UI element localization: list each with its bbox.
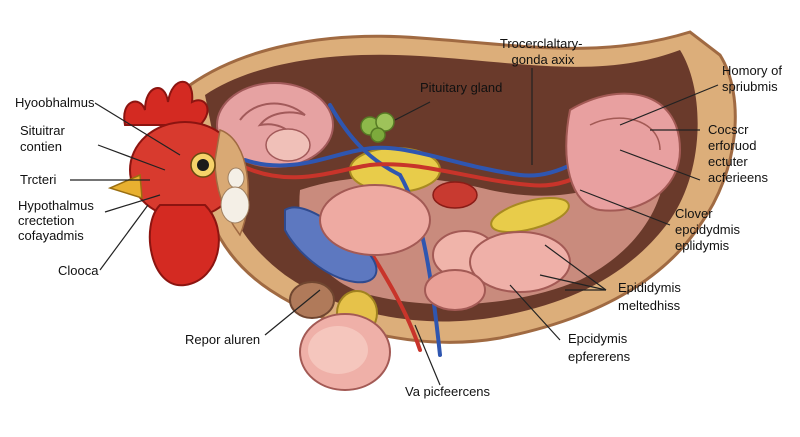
label-clooca: Clooca <box>58 263 99 278</box>
wattle <box>148 204 220 287</box>
pituitary-gland <box>360 112 395 143</box>
label-situitrar: Situitrar contien <box>20 123 68 154</box>
label-epcidymis2: Epcidymis epfererens <box>568 331 631 364</box>
red-organ <box>432 181 478 209</box>
brain <box>216 82 334 168</box>
label-vapic: Va picfeercens <box>405 384 491 399</box>
label-clover: Clover epcidydmis eplidymis <box>675 206 744 253</box>
label-hypothalmus: Hypothalmus crectetion cofayadmis <box>18 198 98 243</box>
label-epididymis1: Epididymis meltedhiss <box>618 280 684 313</box>
pink-organs <box>319 92 682 311</box>
lower-organs <box>289 281 391 391</box>
label-trcteri: Trcteri <box>20 172 56 187</box>
yellow-organ-right <box>490 196 570 234</box>
label-pituitary: Pituitary gland <box>420 80 502 95</box>
beak <box>107 173 143 200</box>
label-cocscr: Cocscr erforuod ectuter acferieens <box>708 122 768 185</box>
labels: Trocerclaltary- gonda axix Pituitary gla… <box>15 36 786 399</box>
label-homory: Homory of spriubmis <box>722 63 786 94</box>
leader-lines <box>70 68 719 386</box>
comb <box>123 81 209 126</box>
label-repor: Repor aluren <box>185 332 260 347</box>
label-title-axis: Trocerclaltary- gonda axix <box>500 36 586 67</box>
blue-organ <box>284 206 378 284</box>
rooster-head <box>107 81 250 287</box>
label-hyoobhalmus: Hyoobhalmus <box>15 95 95 110</box>
